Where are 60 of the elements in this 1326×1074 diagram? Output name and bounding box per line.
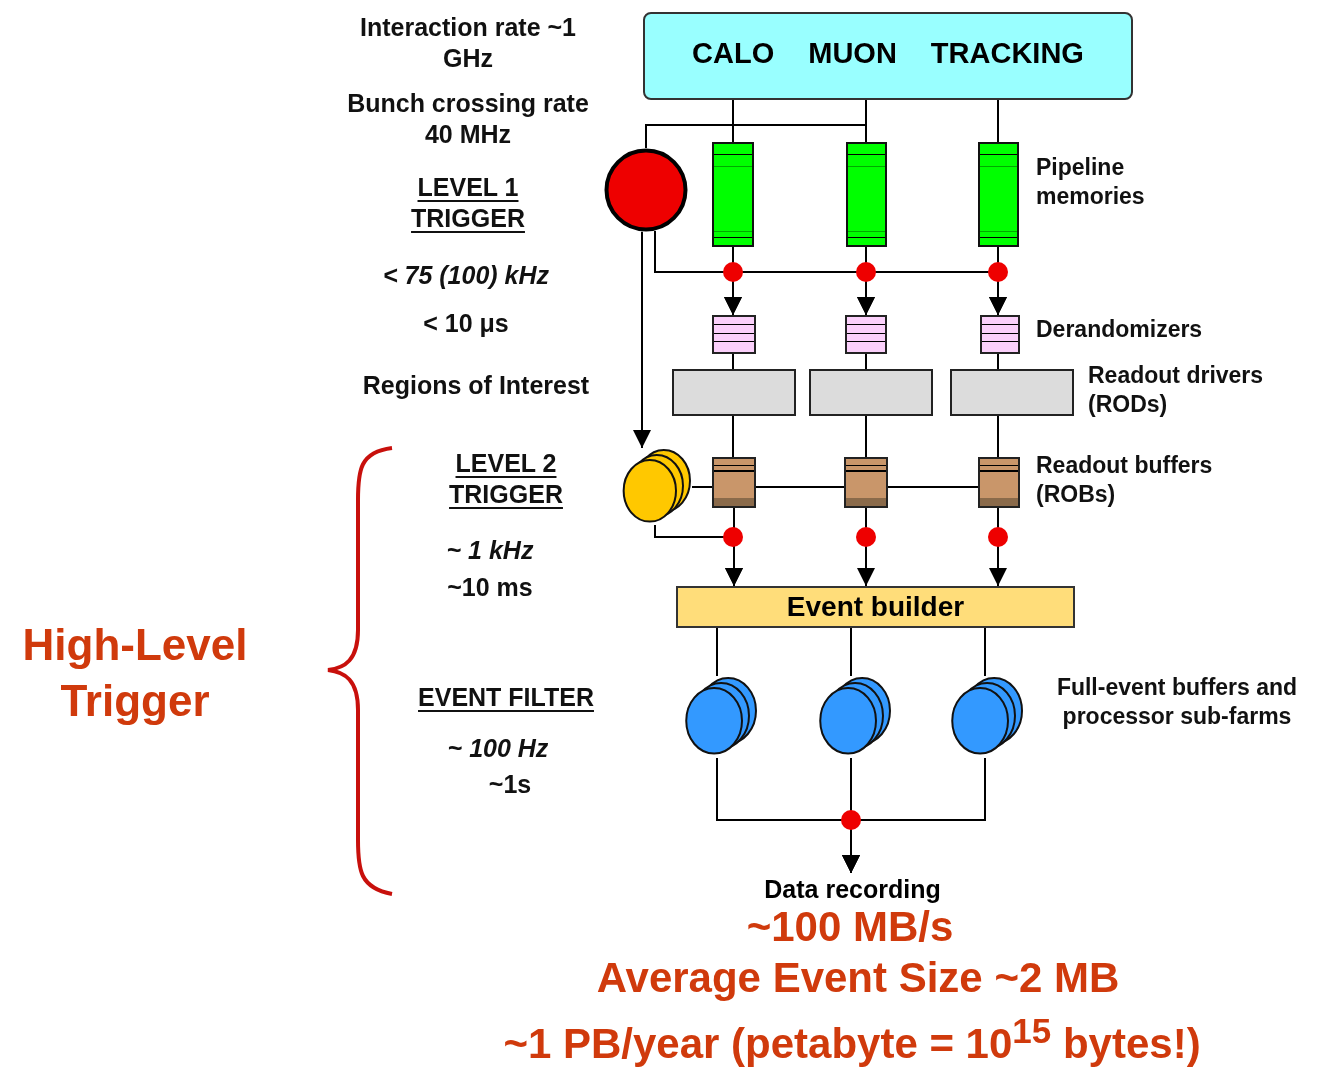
- connector-line: [887, 486, 979, 488]
- part-name: Readout drivers (RODs): [1088, 361, 1265, 419]
- part-name: Full-event buffers and processor sub-farms: [1055, 673, 1299, 731]
- arrow: [633, 230, 651, 449]
- note-text: Interaction rate ~1 GHz: [358, 12, 578, 74]
- part-name: Derandomizers: [1036, 315, 1204, 344]
- connector-line: [755, 486, 845, 488]
- section-heading: LEVEL 1 TRIGGER: [410, 172, 526, 234]
- connector-line: [732, 353, 734, 370]
- rate-text: < 75 (100) kHz: [381, 260, 551, 291]
- connector-line: [984, 627, 986, 677]
- buffer-box: [844, 457, 888, 508]
- driver-box: [809, 369, 933, 416]
- detector-name: CALO: [692, 36, 775, 70]
- rate-text: ~ 100 Hz: [446, 733, 550, 764]
- summary-text: ~1 PB/year (petabyte = 10$^{15}$ bytes!): [502, 1010, 1202, 1069]
- connector-line: [997, 353, 999, 370]
- detector-name: TRACKING: [930, 36, 1084, 70]
- arrow: [989, 507, 1007, 587]
- rate-text: ~ 1 kHz: [445, 535, 535, 566]
- detector-name: MUON: [808, 36, 897, 70]
- detector-box: [643, 12, 1133, 100]
- memory-bar: [846, 142, 887, 247]
- connector-line: [865, 415, 867, 458]
- note-text: Regions of Interest: [361, 370, 591, 401]
- connector-line: [716, 627, 718, 677]
- memory-bar: [978, 142, 1019, 247]
- connector-line: [645, 99, 867, 149]
- part-name: Readout buffers (ROBs): [1036, 451, 1214, 509]
- connector-line: [850, 627, 852, 677]
- connector-line: [691, 486, 713, 488]
- arrow: [842, 757, 986, 874]
- node-label: Data recording: [764, 874, 941, 904]
- note-text: < 10 μs: [422, 308, 510, 339]
- connector-line: [732, 99, 734, 143]
- note-text: ~10 ms: [446, 572, 534, 603]
- builder-box: [676, 586, 1075, 628]
- note-text: ~1s: [487, 769, 533, 800]
- buffer-box: [845, 315, 887, 354]
- buffer-box: [712, 457, 756, 508]
- driver-box: [672, 369, 796, 416]
- memory-bar: [712, 142, 754, 247]
- connector-line: [997, 99, 999, 143]
- node-label: Event builder: [786, 591, 965, 623]
- driver-box: [950, 369, 1074, 416]
- note-text: Bunch crossing rate 40 MHz: [346, 88, 590, 150]
- buffer-box: [980, 315, 1020, 354]
- buffer-box: [712, 315, 756, 354]
- section-heading: EVENT FILTER: [417, 682, 595, 713]
- summary-text: Average Event Size ~2 MB: [595, 953, 1121, 1003]
- section-heading: LEVEL 2 TRIGGER: [448, 448, 564, 510]
- connector-line: [997, 415, 999, 458]
- connector-line: [732, 415, 734, 458]
- part-name: Pipeline memories: [1036, 153, 1146, 211]
- arrow: [654, 524, 743, 587]
- summary-text: ~100 MB/s: [745, 903, 955, 952]
- buffer-box: [978, 457, 1020, 508]
- connector-line: [865, 353, 867, 370]
- bracket-label: High-Level Trigger: [21, 619, 249, 727]
- trigger-circle: [604, 148, 688, 232]
